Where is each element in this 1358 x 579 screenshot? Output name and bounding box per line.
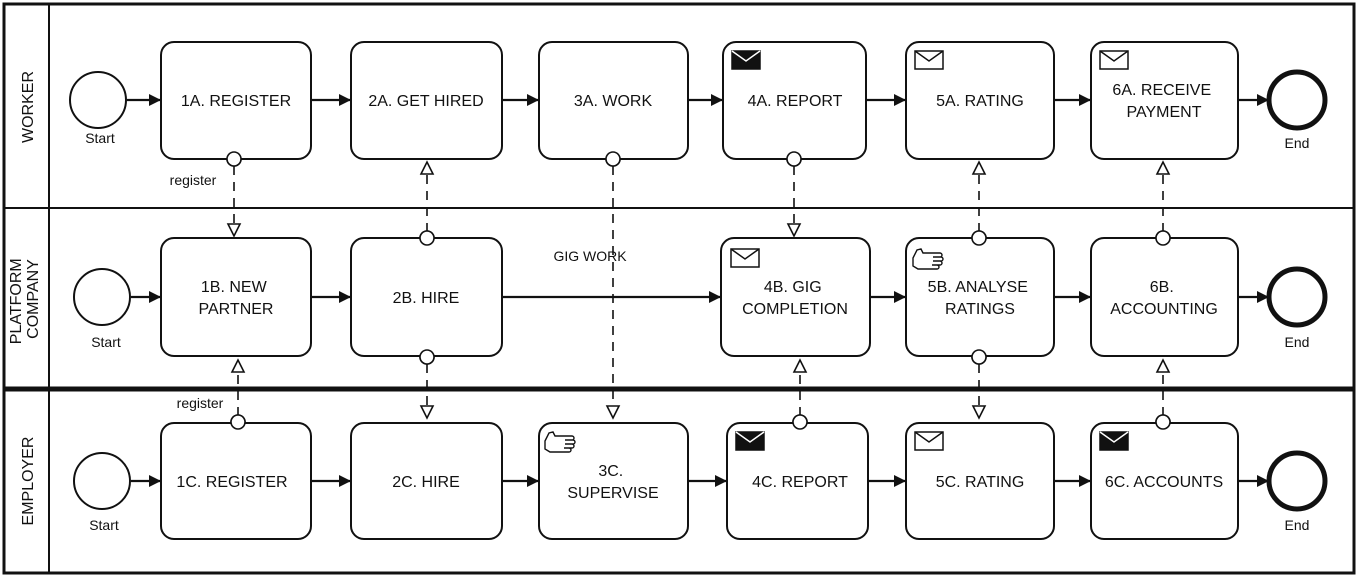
svg-text:2C. HIRE: 2C. HIRE bbox=[392, 474, 460, 491]
svg-text:2B. HIRE: 2B. HIRE bbox=[393, 290, 460, 307]
receive-message-icon bbox=[1099, 50, 1129, 70]
svg-text:5C. RATING: 5C. RATING bbox=[936, 474, 1025, 491]
task-4a-report: 4A. REPORT bbox=[722, 41, 867, 160]
receive-message-icon bbox=[914, 431, 944, 451]
end-event-platform: End bbox=[1266, 266, 1328, 350]
receive-message-icon bbox=[730, 248, 760, 268]
svg-text:5B. ANALYSE RATINGS: 5B. ANALYSE RATINGS bbox=[928, 279, 1033, 318]
end-event-worker: End bbox=[1266, 69, 1328, 151]
svg-text:1A. REGISTER: 1A. REGISTER bbox=[181, 93, 291, 110]
task-3c-supervise: 3C. SUPERVISE bbox=[538, 422, 689, 540]
send-message-icon bbox=[731, 50, 761, 70]
task-6a-receive-payment: 6A. RECEIVE PAYMENT bbox=[1090, 41, 1239, 160]
svg-text:4A. REPORT: 4A. REPORT bbox=[748, 93, 843, 110]
task-5a-rating: 5A. RATING bbox=[905, 41, 1055, 160]
svg-text:6C. ACCOUNTS: 6C. ACCOUNTS bbox=[1105, 474, 1223, 491]
svg-text:Start: Start bbox=[85, 130, 115, 146]
svg-text:6B. ACCOUNTING: 6B. ACCOUNTING bbox=[1110, 279, 1218, 318]
svg-text:5A. RATING: 5A. RATING bbox=[936, 93, 1024, 110]
svg-text:Start: Start bbox=[89, 517, 119, 533]
task-3a-work: 3A. WORK bbox=[538, 41, 689, 160]
manual-task-hand-icon bbox=[544, 431, 576, 453]
sequence-flows bbox=[127, 94, 1269, 487]
send-message-icon bbox=[735, 431, 765, 451]
svg-text:End: End bbox=[1285, 334, 1310, 350]
register-label-bottom: register bbox=[177, 395, 224, 411]
task-2a-get-hired: 2A. GET HIRED bbox=[350, 41, 503, 160]
lane-label-platform-company: PLATFORM COMPANY bbox=[8, 254, 42, 344]
task-5c-rating: 5C. RATING bbox=[905, 422, 1055, 540]
task-5b-analyse-ratings: 5B. ANALYSE RATINGS bbox=[905, 237, 1055, 357]
send-message-icon bbox=[1099, 431, 1129, 451]
task-1c-register: 1C. REGISTER bbox=[160, 422, 312, 540]
task-2c-hire: 2C. HIRE bbox=[350, 422, 503, 540]
svg-text:1B. NEW PARTNER: 1B. NEW PARTNER bbox=[199, 279, 274, 318]
register-label-top: register bbox=[170, 172, 217, 188]
task-4b-gig-completion: 4B. GIG COMPLETION bbox=[720, 237, 871, 357]
svg-text:End: End bbox=[1285, 135, 1310, 151]
receive-message-icon bbox=[914, 50, 944, 70]
svg-text:1C. REGISTER: 1C. REGISTER bbox=[176, 474, 287, 491]
lane-label-employer: EMPLOYER bbox=[20, 437, 37, 526]
task-6c-accounts: 6C. ACCOUNTS bbox=[1090, 422, 1239, 540]
lane-label-worker: WORKER bbox=[20, 71, 37, 143]
svg-text:3C. SUPERVISE: 3C. SUPERVISE bbox=[567, 463, 658, 502]
svg-text:4B. GIG COMPLETION: 4B. GIG COMPLETION bbox=[742, 279, 848, 318]
task-1a-register: 1A. REGISTER bbox=[160, 41, 312, 160]
svg-text:End: End bbox=[1285, 517, 1310, 533]
task-4c-report: 4C. REPORT bbox=[726, 422, 869, 540]
svg-text:4C. REPORT: 4C. REPORT bbox=[752, 474, 848, 491]
svg-text:2A. GET HIRED: 2A. GET HIRED bbox=[368, 93, 483, 110]
task-1b-new-partner: 1B. NEW PARTNER bbox=[160, 237, 312, 357]
end-event-employer: End bbox=[1266, 450, 1328, 533]
message-source-markers bbox=[226, 151, 1171, 430]
task-6b-accounting: 6B. ACCOUNTING bbox=[1090, 237, 1239, 357]
svg-text:3A. WORK: 3A. WORK bbox=[574, 93, 653, 110]
start-event-employer: Start bbox=[73, 452, 131, 533]
start-event-worker: Start bbox=[69, 71, 127, 146]
start-event-platform: Start bbox=[73, 268, 131, 350]
gig-work-label: GIG WORK bbox=[553, 248, 627, 264]
svg-text:6A. RECEIVE PAYMENT: 6A. RECEIVE PAYMENT bbox=[1112, 82, 1215, 121]
manual-task-hand-icon bbox=[912, 248, 944, 270]
task-2b-hire: 2B. HIRE bbox=[350, 237, 503, 357]
svg-text:Start: Start bbox=[91, 334, 121, 350]
